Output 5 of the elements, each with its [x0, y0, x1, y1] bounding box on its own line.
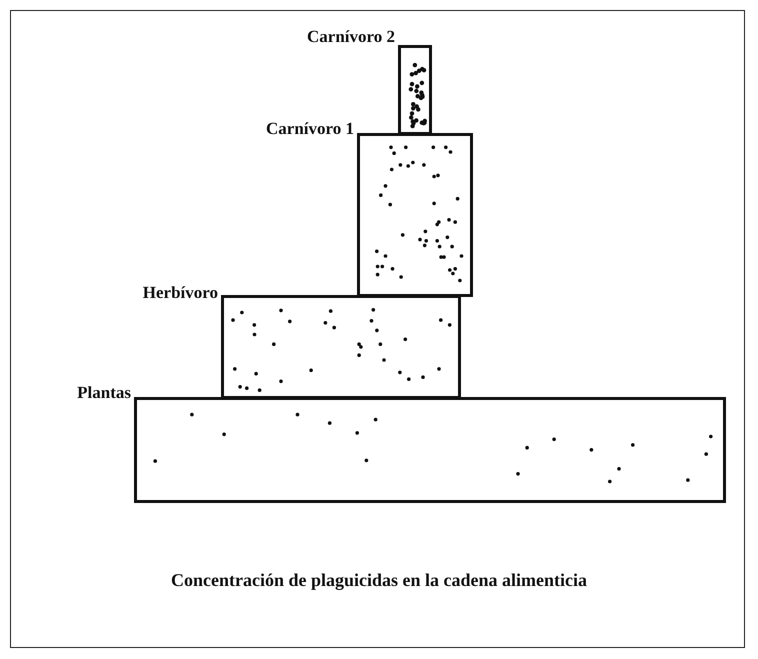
caption: Concentración de plaguicidas en la cadena alimenticia [170, 570, 588, 591]
level-label: Carnívoro 2 [307, 27, 395, 47]
level-label: Plantas [77, 383, 131, 403]
level-label: Herbívoro [142, 283, 218, 303]
level-label: Carnívoro 1 [266, 119, 354, 139]
